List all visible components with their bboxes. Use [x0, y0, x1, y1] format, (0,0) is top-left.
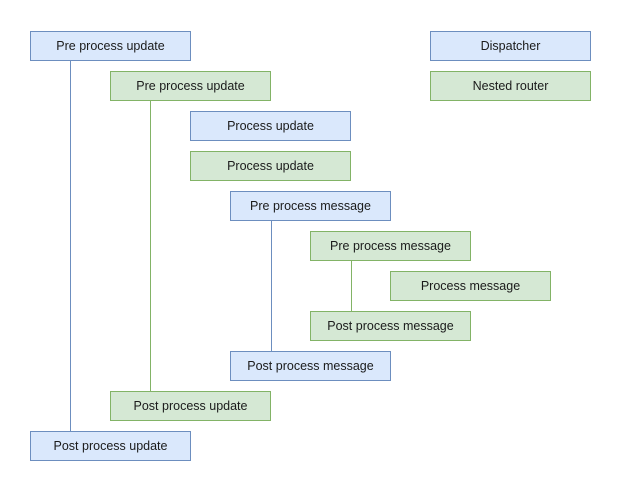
legend-dispatcher[interactable]: Dispatcher	[430, 31, 591, 61]
legend-item-label: Nested router	[472, 78, 549, 93]
post-process-update-nested[interactable]: Post process update	[110, 391, 271, 421]
process-update-nested[interactable]: Process update	[190, 151, 351, 181]
node-label: Pre process update	[136, 78, 245, 93]
node-label: Post process message	[327, 318, 454, 333]
pre-process-message-nested[interactable]: Pre process message	[310, 231, 471, 261]
legend-item-label: Dispatcher	[480, 38, 541, 53]
post-process-message-nested[interactable]: Post process message	[310, 311, 471, 341]
legend-nested-router[interactable]: Nested router	[430, 71, 591, 101]
connector-update-dispatcher	[70, 61, 71, 431]
node-label: Process update	[227, 118, 314, 133]
process-update-dispatcher[interactable]: Process update	[190, 111, 351, 141]
pre-process-message-dispatcher[interactable]: Pre process message	[230, 191, 391, 221]
node-label: Post process message	[247, 358, 374, 373]
connector-message-nested	[351, 261, 352, 311]
process-message-nested[interactable]: Process message	[390, 271, 551, 301]
node-label: Pre process update	[56, 38, 165, 53]
node-label: Process update	[227, 158, 314, 173]
node-label: Process message	[420, 278, 521, 293]
connector-update-nested	[150, 101, 151, 391]
pre-process-update-dispatcher[interactable]: Pre process update	[30, 31, 191, 61]
post-process-message-dispatcher[interactable]: Post process message	[230, 351, 391, 381]
node-label: Pre process message	[250, 198, 371, 213]
post-process-update-dispatcher[interactable]: Post process update	[30, 431, 191, 461]
node-label: Pre process message	[330, 238, 451, 253]
connector-message-dispatcher	[271, 221, 272, 351]
node-label: Post process update	[53, 438, 168, 453]
pre-process-update-nested[interactable]: Pre process update	[110, 71, 271, 101]
node-label: Post process update	[133, 398, 248, 413]
